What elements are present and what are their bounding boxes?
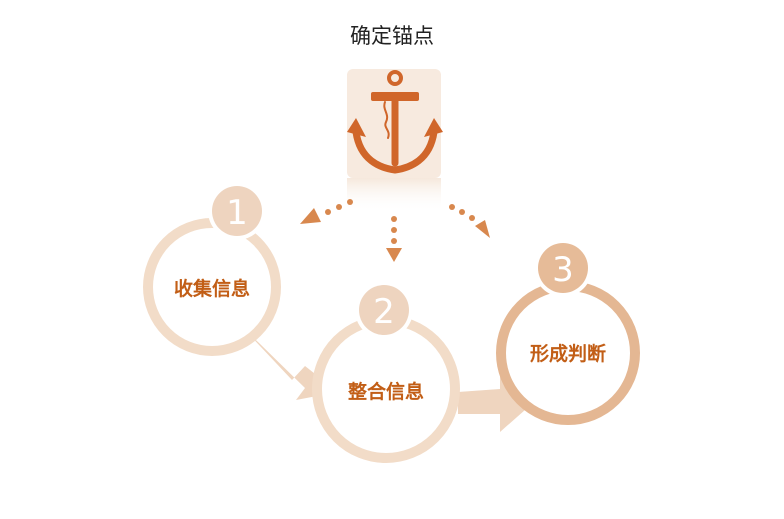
anchor-icon: [347, 70, 443, 174]
dotted-arrow-center: [386, 216, 402, 262]
anchor-tile: [347, 69, 443, 212]
step-2-number: 2: [373, 292, 395, 332]
step-1-badge: [212, 186, 262, 236]
step-2: 2 整合信息: [312, 281, 460, 463]
step-3-number: 3: [552, 250, 574, 290]
arrow-icon: [300, 208, 321, 224]
step-2-badge: [359, 285, 409, 335]
step-2-label: 整合信息: [348, 380, 424, 403]
step-3-label: 形成判断: [530, 342, 606, 365]
anchor-reflection: [347, 178, 441, 212]
step-1-number: 1: [226, 193, 248, 233]
step-3: 3 形成判断: [496, 239, 640, 425]
arrow-icon: [475, 220, 490, 238]
dotted-arrow-right: [449, 204, 490, 238]
step-1-label: 收集信息: [174, 277, 250, 300]
arrow-icon: [386, 248, 402, 262]
dotted-arrow-left: [300, 199, 353, 224]
diagram-title: 确定锚点: [350, 24, 434, 48]
step-1: 1 收集信息: [143, 182, 281, 356]
step-3-badge: [538, 243, 588, 293]
